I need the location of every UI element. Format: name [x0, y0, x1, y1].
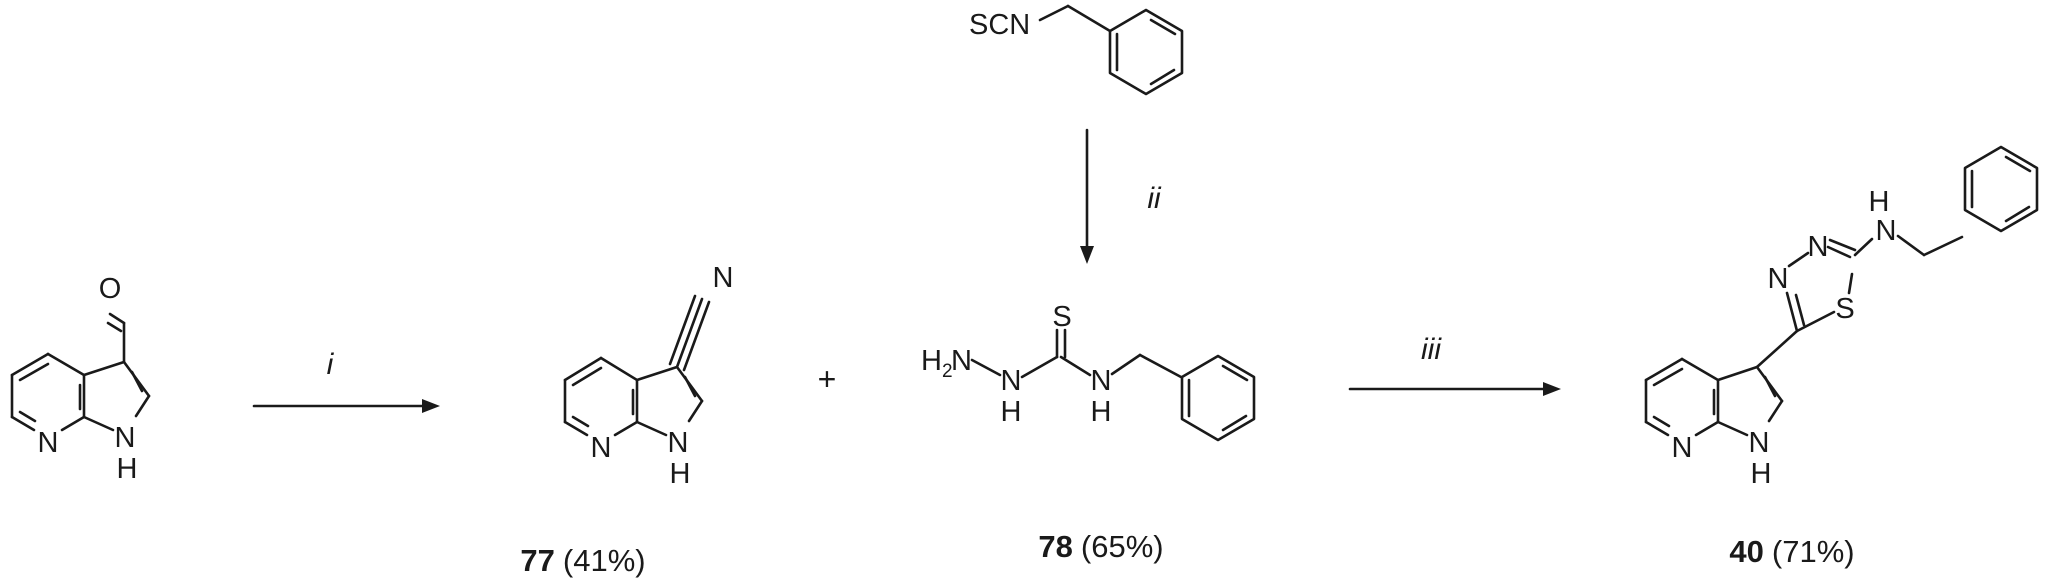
- atom-label: N: [115, 422, 136, 454]
- compound-number: 77: [520, 543, 554, 578]
- atom-label: H: [1751, 458, 1772, 490]
- reaction-arrow-i: [252, 399, 440, 413]
- compound-yield: (71%): [1772, 534, 1855, 569]
- reaction-arrow-ii: [1080, 128, 1094, 264]
- compound-caption-40: 40 (71%): [1729, 534, 1854, 569]
- compound-yield: (65%): [1081, 529, 1164, 564]
- atom-label: N: [1091, 365, 1112, 397]
- atom-label: O: [99, 273, 122, 305]
- atom-label: H: [1001, 396, 1022, 428]
- reaction-arrow-iii: [1348, 382, 1561, 396]
- atom-label: N: [591, 432, 612, 464]
- atom-label: N: [1001, 365, 1022, 397]
- atom-label: H: [670, 458, 691, 490]
- atom-label: N: [1749, 427, 1770, 459]
- compound-78-structure: [970, 328, 1256, 442]
- atom-label: N: [1672, 432, 1693, 464]
- atom-label: N: [951, 345, 972, 377]
- compound-number: 78: [1038, 529, 1072, 564]
- compound-40-structure: [1644, 145, 2039, 437]
- atom-label: N: [713, 262, 734, 294]
- benzyl-isothiocyanate-structure: [1038, 4, 1184, 96]
- atom-label: S: [1052, 301, 1071, 333]
- atom-subscript: 2: [942, 361, 953, 382]
- compound-number: 40: [1729, 534, 1763, 569]
- starting-aldehyde-structure: [10, 312, 151, 432]
- reagent-label-ii: ii: [1147, 182, 1162, 215]
- reagent-label-iii: iii: [1421, 333, 1442, 366]
- compound-caption-77: 77 (41%): [520, 543, 645, 578]
- compound-caption-78: 78 (65%): [1038, 529, 1163, 564]
- plus-sign: +: [818, 361, 837, 397]
- atom-label: N: [668, 427, 689, 459]
- atom-label: H: [1091, 396, 1112, 428]
- atom-label: N: [1876, 215, 1897, 247]
- reagent-label-i: i: [327, 348, 335, 381]
- compound-77-structure: [563, 294, 711, 437]
- reagent-scn-label: SCN: [969, 9, 1030, 41]
- atom-label: H: [921, 345, 942, 377]
- compound-yield: (41%): [563, 543, 646, 578]
- atom-label: N: [1808, 231, 1829, 263]
- atom-label: N: [1768, 263, 1789, 295]
- atom-label: H: [117, 453, 138, 485]
- atom-label: N: [38, 427, 59, 459]
- atom-label: S: [1835, 293, 1854, 325]
- atom-label: H: [1869, 186, 1890, 218]
